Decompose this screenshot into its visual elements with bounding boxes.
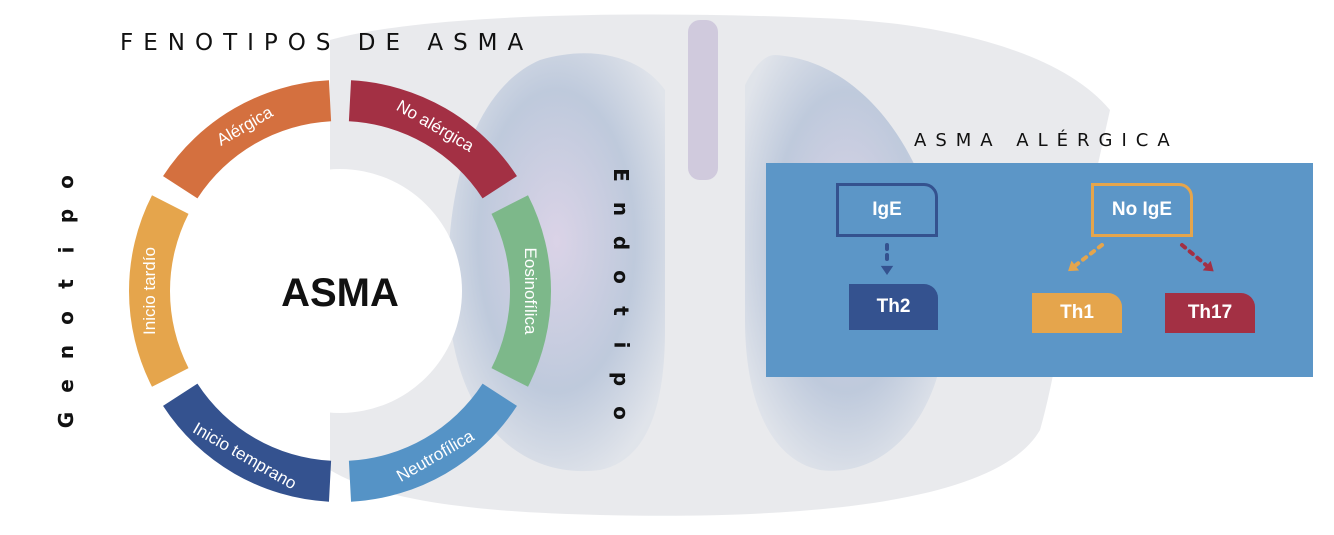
panel-title: ASMA ALÉRGICA — [914, 130, 1179, 151]
ring-segment — [491, 195, 551, 387]
th2-node: Th2 — [849, 284, 938, 330]
th1-node: Th1 — [1032, 293, 1122, 333]
side-label-letter: t — [54, 279, 79, 289]
side-label-letter: o — [609, 406, 634, 420]
side-label-letter: n — [54, 344, 79, 360]
side-label-letter: e — [54, 379, 79, 393]
side-label-letter: o — [609, 270, 634, 284]
ring-segment-label: Inicio tardío — [140, 247, 159, 335]
connector-line — [1180, 243, 1208, 267]
side-label-letter: o — [54, 311, 79, 325]
ige-label: IgE — [872, 199, 902, 220]
panel-connectors — [880, 243, 1214, 275]
ring-segment-label: Eosinofílica — [521, 248, 540, 335]
ring-segment — [163, 80, 332, 199]
no-ige-node: No IgE — [1091, 183, 1193, 237]
th2-label: Th2 — [876, 296, 911, 317]
ring-segment — [163, 383, 332, 502]
no-ige-label: No IgE — [1111, 199, 1173, 220]
side-label-letter: i — [609, 341, 634, 349]
side-label-letter: d — [609, 235, 634, 251]
side-label-letter: o — [54, 175, 79, 189]
th17-label: Th17 — [1187, 302, 1233, 323]
connector-arrowhead — [880, 265, 894, 275]
ring-segment — [348, 383, 517, 502]
center-label: ASMA — [281, 271, 399, 315]
th17-node: Th17 — [1165, 293, 1255, 333]
side-label-letter: t — [609, 306, 634, 316]
side-label-letter: p — [609, 371, 634, 387]
ring-segment — [348, 80, 517, 199]
side-label-letter: G — [54, 411, 79, 429]
th1-label: Th1 — [1060, 302, 1094, 323]
side-label-letter: i — [54, 246, 79, 254]
ige-node: IgE — [836, 183, 938, 237]
ring-segment — [129, 195, 189, 387]
connector-arrowhead — [1202, 260, 1214, 272]
trachea-shape — [688, 20, 718, 180]
diagram-title: FENOTIPOS DE ASMA — [120, 30, 534, 56]
side-label-letter: n — [609, 201, 634, 217]
center-circle — [218, 169, 462, 413]
allergic-asthma-panel: IgE No IgE Th2 Th1 Th17 — [766, 163, 1313, 377]
connector-line — [1074, 243, 1104, 267]
side-label-letter: E — [609, 168, 634, 182]
side-label-letter: p — [54, 208, 79, 224]
connector-arrowhead — [1068, 260, 1080, 272]
